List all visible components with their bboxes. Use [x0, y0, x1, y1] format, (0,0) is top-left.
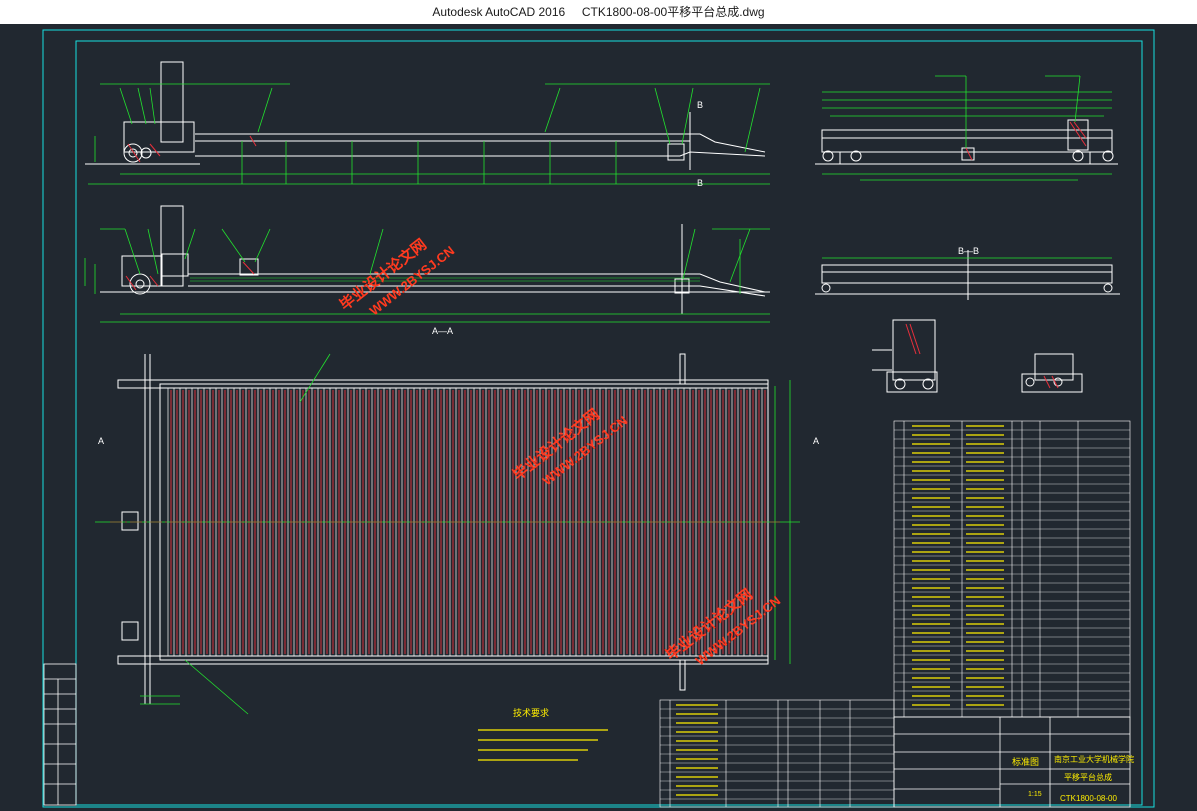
- title-block: [893, 716, 1131, 808]
- title-block-stage: 标准图: [1012, 756, 1039, 767]
- view-marker-b-top: B: [697, 100, 703, 110]
- window-title-bar: Autodesk AutoCAD 2016 CTK1800-08-00平移平台总…: [0, 0, 1197, 25]
- parts-list-rows: [894, 425, 1130, 710]
- section-aa-dims: [84, 228, 770, 323]
- tech-req-text-lines: [478, 729, 608, 761]
- view-marker-a-right: A: [813, 436, 819, 446]
- plan-view-dims: [95, 353, 800, 715]
- front-view-top-hatch: [127, 135, 257, 163]
- drawing-canvas[interactable]: B B: [0, 24, 1197, 811]
- left-stamp-block: [43, 663, 77, 806]
- title-block-drawing-number: CTK1800-08-00: [1060, 794, 1117, 803]
- view-marker-b-bottom: B: [697, 178, 703, 188]
- side-view-right-hatch: [965, 121, 1087, 161]
- file-name: CTK1800-08-00平移平台总成.dwg: [581, 5, 765, 19]
- section-aa-hatch: [125, 261, 255, 291]
- section-bb-view: [815, 250, 1120, 300]
- parts-list-table: [893, 420, 1131, 718]
- watermark-1: 毕业设计论文网 WWW.2BYSJ.CN: [336, 235, 457, 318]
- title-block-scale: 1:15: [1028, 791, 1042, 798]
- view-marker-a-left: A: [98, 436, 104, 446]
- front-view-top-dims: [88, 83, 770, 185]
- detail-view-2: [1021, 353, 1083, 393]
- outer-sheet-border: [42, 29, 1155, 808]
- bottom-parts-list: [659, 699, 895, 808]
- section-aa-label: A—A: [432, 326, 453, 336]
- title-block-drawing-name: 平移平台总成: [1064, 772, 1112, 782]
- app-name: Autodesk AutoCAD 2016: [432, 5, 566, 19]
- inner-sheet-border: [75, 40, 1143, 806]
- plan-view-slats-white: [167, 388, 763, 656]
- section-aa-chain: [190, 277, 700, 282]
- section-aa-view: [100, 205, 770, 314]
- detail-view-2-hatch: [1043, 375, 1059, 389]
- detail-view-1: [872, 319, 938, 393]
- side-view-right: [815, 119, 1118, 165]
- detail-view-1-hatch: [905, 323, 921, 355]
- tech-req-title: 技术要求: [513, 707, 549, 718]
- bottom-parts-list-rows: [660, 704, 894, 800]
- section-bb-label: B—B: [958, 246, 979, 256]
- front-view-top: [85, 61, 766, 170]
- side-view-right-dims: [822, 75, 1112, 181]
- title-block-school: 南京工业大学机械学院: [1054, 754, 1134, 764]
